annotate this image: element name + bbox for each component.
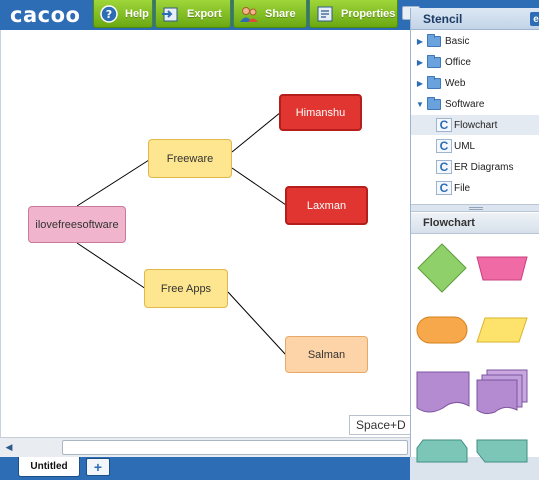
panel-footer [410, 457, 539, 480]
diagram-canvas[interactable]: ilovefreesoftware Freeware Free Apps Him… [0, 30, 411, 437]
properties-icon [315, 4, 335, 24]
export-icon [161, 4, 181, 24]
tree-item-office[interactable]: ▶ Office [416, 52, 539, 72]
tree-item-label: Software [445, 98, 485, 110]
tree-item-label: Office [445, 56, 471, 68]
panel-splitter[interactable] [411, 204, 539, 212]
help-icon: ? [99, 4, 119, 24]
stencil-c-icon: C [436, 181, 452, 195]
stencil-title: Stencil [423, 12, 463, 26]
edge-freeapps-salman [227, 291, 287, 356]
folder-icon [427, 33, 441, 47]
cacoo-logo: cacoo [10, 3, 81, 27]
tree-item-label: UML [454, 140, 476, 152]
stencil-panel: Stencil e ▶ Basic ▶ Office ▶ Web ▼ Softw… [410, 8, 539, 463]
manual-operation-shape[interactable] [475, 255, 529, 283]
help-button[interactable]: ? Help [93, 0, 153, 28]
tree-item-software[interactable]: ▼ Software [416, 94, 539, 114]
help-label: Help [125, 7, 149, 20]
export-label: Export [187, 7, 222, 20]
edge-freeware-himanshu [231, 111, 282, 153]
stencil-header: Stencil e [411, 8, 539, 30]
terminator-shape[interactable] [415, 315, 469, 345]
expand-arrow-icon[interactable]: ▶ [416, 36, 424, 46]
tree-item-label: Flowchart [454, 119, 498, 131]
properties-button[interactable]: Properties [309, 0, 398, 28]
node-salman[interactable]: Salman [285, 336, 368, 373]
scrollbar-thumb[interactable] [62, 440, 408, 455]
tree-item-web[interactable]: ▶ Web [416, 73, 539, 93]
horizontal-scrollbar[interactable]: ◀ [0, 437, 410, 457]
share-people-icon [239, 4, 259, 24]
share-button[interactable]: Share [233, 0, 307, 28]
expand-arrow-icon[interactable]: ▶ [416, 78, 424, 88]
node-freeware[interactable]: Freeware [148, 139, 232, 178]
tree-item-label: Web [445, 77, 466, 89]
properties-label: Properties [341, 7, 396, 20]
tab-untitled[interactable]: Untitled [18, 457, 80, 477]
tree-item-er-diagrams[interactable]: C ER Diagrams [436, 157, 539, 177]
tree-item-file[interactable]: C File [436, 178, 539, 198]
svg-text:?: ? [106, 8, 112, 21]
flowchart-shape-palette [411, 235, 539, 463]
edge-root-freeware [76, 159, 150, 207]
tree-item-label: Basic [445, 35, 470, 47]
folder-icon [427, 75, 441, 89]
export-button[interactable]: Export [155, 0, 231, 28]
tree-item-flowchart[interactable]: C Flowchart [411, 115, 539, 135]
node-free-apps[interactable]: Free Apps [144, 269, 228, 308]
tree-item-uml[interactable]: C UML [436, 136, 539, 156]
document-shape[interactable] [415, 370, 471, 416]
stencil-c-icon: C [436, 160, 452, 174]
collapse-arrow-icon[interactable]: ▼ [416, 99, 424, 109]
sheet-tab-bar: Untitled + [0, 457, 410, 480]
edge-freeware-laxman [231, 167, 287, 206]
open-folder-icon [427, 96, 441, 110]
stencil-c-icon: C [436, 118, 452, 132]
multi-document-shape[interactable] [475, 368, 531, 418]
preparation-shape[interactable] [415, 438, 469, 464]
space-drag-hint: Space+D [349, 415, 411, 435]
tree-item-label: ER Diagrams [454, 161, 514, 173]
flowchart-section-title: Flowchart [423, 217, 475, 229]
stencil-toggle-icon[interactable]: e [530, 12, 539, 26]
tree-item-label: File [454, 182, 471, 194]
connector-lines [76, 111, 287, 356]
share-label: Share [265, 7, 296, 20]
stencil-c-icon: C [436, 139, 452, 153]
stencil-tree: ▶ Basic ▶ Office ▶ Web ▼ Software C Flow… [411, 30, 539, 210]
folder-icon [427, 54, 441, 68]
flowchart-section-header: Flowchart [411, 213, 539, 234]
add-sheet-button[interactable]: + [86, 458, 110, 476]
data-parallelogram-shape[interactable] [475, 316, 529, 344]
node-ilovefreesoftware[interactable]: ilovefreesoftware [28, 206, 126, 243]
node-himanshu[interactable]: Himanshu [279, 94, 362, 131]
node-laxman[interactable]: Laxman [285, 186, 368, 225]
expand-arrow-icon[interactable]: ▶ [416, 57, 424, 67]
tree-item-basic[interactable]: ▶ Basic [416, 31, 539, 51]
edge-root-freeapps [76, 242, 147, 290]
scroll-left-arrow-icon[interactable]: ◀ [5, 442, 13, 452]
display-shape[interactable] [475, 438, 529, 464]
decision-diamond-shape[interactable] [416, 242, 468, 294]
